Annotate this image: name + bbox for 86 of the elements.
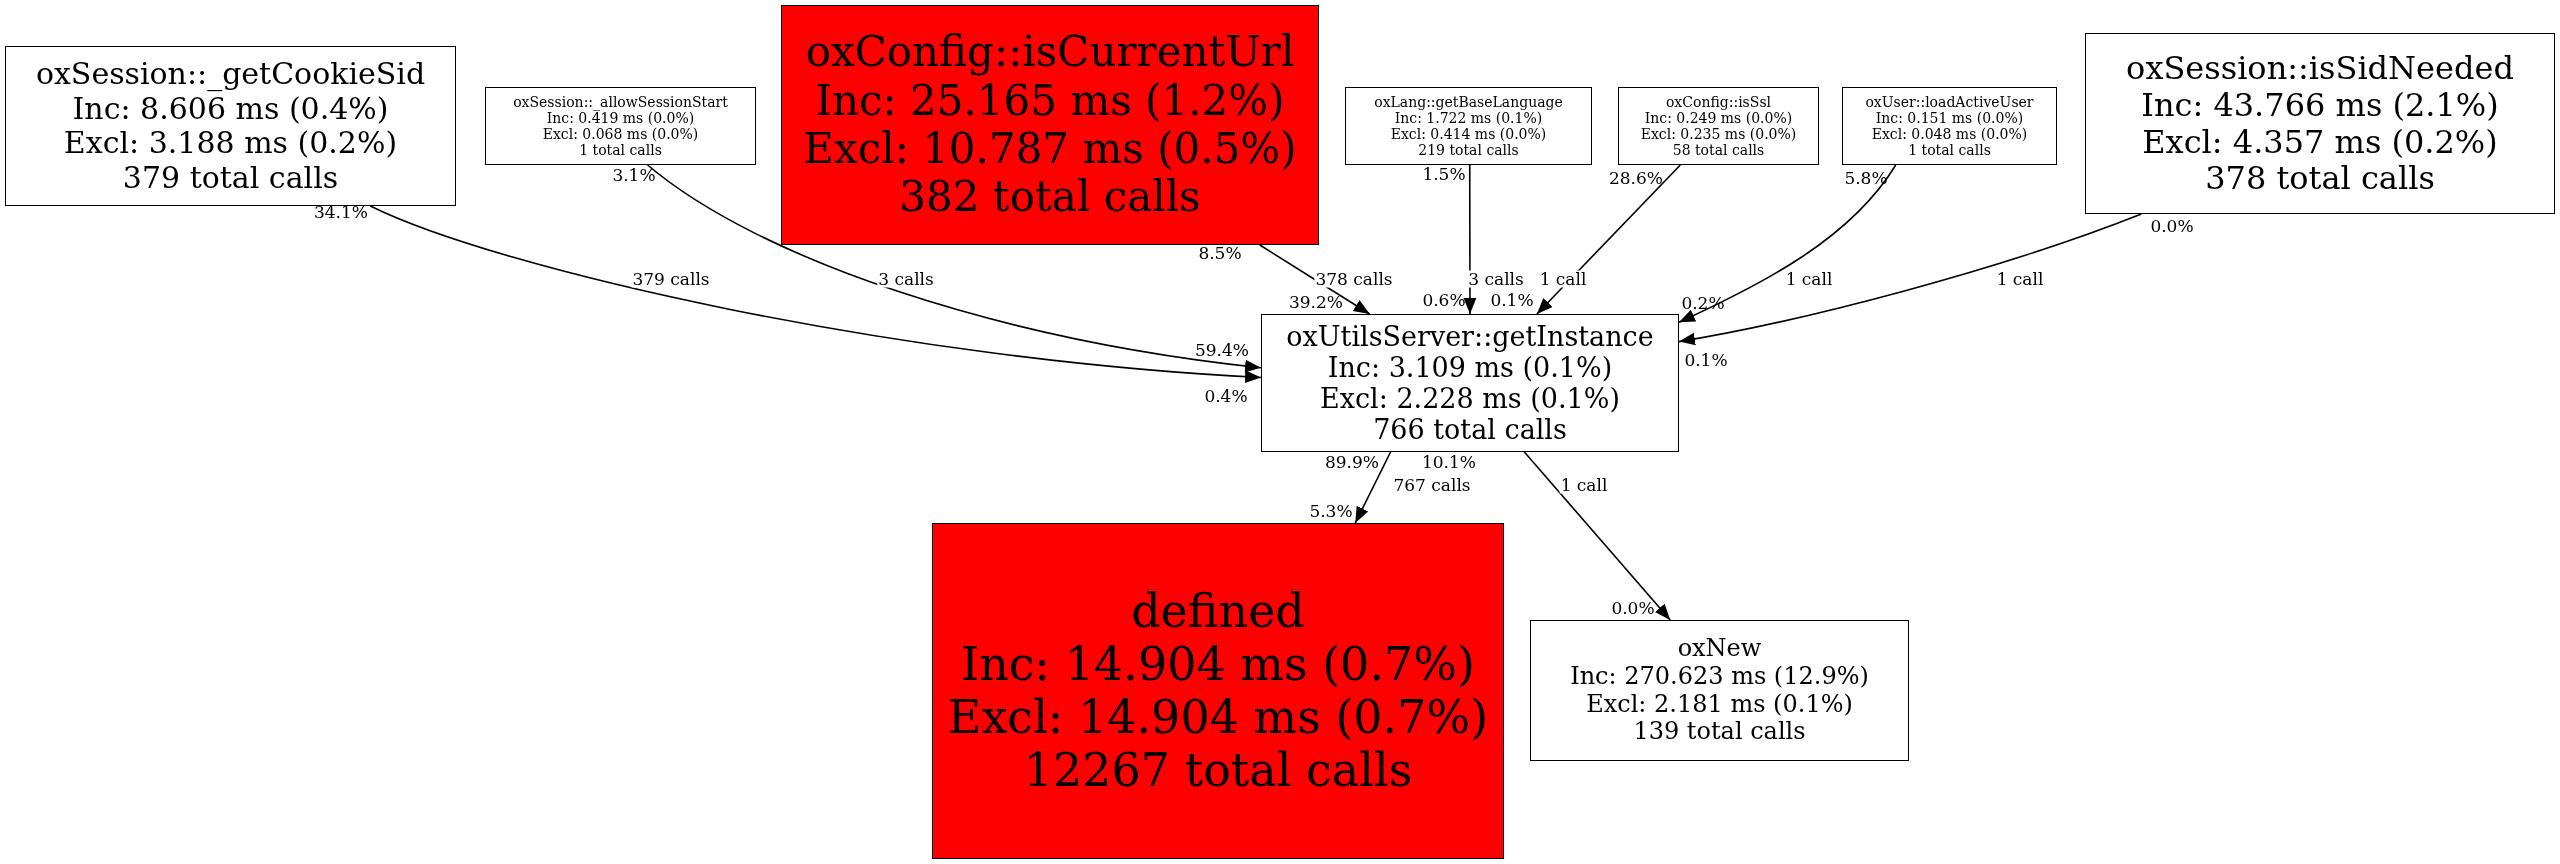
stat-text: Inc: 0.249 ms (0.0%) [1644,109,1793,126]
percentage-label: 8.5% [1197,244,1243,262]
function-box [1261,314,1679,452]
stat-text: Inc: 0.151 ms (0.0%) [1875,109,2024,126]
call-arrow [1259,244,1371,315]
stat-text: Excl: 4.357 ms (0.2%) [2142,123,2498,161]
call-arrow [1678,164,1897,324]
stat-text: Inc: 1.722 ms (0.1%) [1394,109,1543,126]
percentage-label: 0.0% [2149,217,2195,235]
stat-text: 58 total calls [1672,142,1765,159]
stat-text: Inc: 14.904 ms (0.7%) [961,638,1475,691]
percentage-label: 0.0% [1610,599,1656,617]
edge-label: 1 call [1784,270,1834,288]
stat-text: Inc: 3.109 ms (0.1%) [1327,351,1613,383]
stat-text: Excl: 2.181 ms (0.1%) [1586,690,1853,719]
call-arrow [1523,451,1672,621]
function-name: oxSession::_getCookieSid [35,57,426,92]
percentage-label: 0.4% [1203,387,1249,405]
percentage-label: 59.4% [1194,341,1250,359]
stat-text: Excl: 0.048 ms (0.0%) [1871,126,2028,143]
stat-text: 139 total calls [1633,718,1806,746]
stat-text: 382 total calls [899,173,1201,222]
percentage-label: 0.6% [1421,291,1467,309]
call-arrow [1463,164,1477,315]
stat-text: Excl: 0.235 ms (0.0%) [1640,126,1797,143]
percentage-label: 28.6% [1608,169,1664,187]
function-name: defined [1131,585,1305,639]
edge-label: 3 calls [877,270,935,288]
percentage-label: 39.2% [1288,293,1344,311]
function-name: oxConfig::isSsl [1665,93,1772,110]
function-box [5,46,456,206]
call-arrow [1678,213,2143,346]
stat-text: Excl: 2.228 ms (0.1%) [1320,383,1620,415]
edge-label: 1 call [1995,270,2045,288]
stat-text: 12267 total calls [1023,743,1413,797]
stat-text: Excl: 0.068 ms (0.0%) [542,126,699,143]
percentage-label: 5.3% [1308,502,1354,520]
stat-text: Excl: 14.904 ms (0.7%) [947,691,1489,744]
stat-text: 219 total calls [1418,142,1519,159]
call-arrow [369,205,1262,383]
stat-text: 1 total calls [1908,142,1991,159]
function-name: oxSession::_allowSessionStart [513,93,728,110]
stat-text: Excl: 0.414 ms (0.0%) [1390,126,1547,143]
percentage-label: 34.1% [313,203,369,221]
call-arrow [1536,164,1682,315]
function-box [2085,33,2555,214]
function-box [932,523,1504,859]
percentage-label: 0.1% [1489,291,1535,309]
function-box [1618,87,1819,165]
stat-text: Excl: 3.188 ms (0.2%) [63,126,398,161]
function-name: oxConfig::isCurrentUrl [805,28,1295,77]
edge-label: 1 call [1559,476,1609,494]
function-box [485,87,756,165]
call-arrow [1354,451,1392,524]
stat-text: 378 total calls [2205,160,2435,198]
stat-text: Inc: 25.165 ms (1.2%) [815,76,1285,125]
stat-text: Inc: 8.606 ms (0.4%) [72,91,389,126]
percentage-label: 3.1% [611,166,657,184]
stat-text: 1 total calls [579,142,662,159]
percentage-label: 0.1% [1683,351,1729,369]
edge-label: 1 call [1538,270,1588,288]
call-arrow [646,164,1262,373]
percentage-label: 5.8% [1843,169,1889,187]
function-box [1842,87,2057,165]
percentage-label: 1.5% [1421,165,1467,183]
percentage-label: 89.9% [1324,453,1380,471]
function-box [1530,620,1909,761]
stat-text: Inc: 43.766 ms (2.1%) [2141,86,2499,124]
function-name: oxNew [1677,635,1762,663]
function-box [781,5,1319,245]
edge-label: 3 calls [1467,270,1525,288]
percentage-label: 10.1% [1421,453,1477,471]
stat-text: Inc: 270.623 ms (12.9%) [1570,662,1869,691]
edge-label: 767 calls [1392,476,1472,494]
edge-label: 379 calls [631,270,711,288]
stat-text: 379 total calls [122,160,339,195]
stat-text: Excl: 10.787 ms (0.5%) [803,125,1297,174]
percentage-label: 0.2% [1680,294,1726,312]
function-name: oxUtilsServer::getInstance [1286,320,1654,352]
function-box [1345,87,1592,165]
function-name: oxSession::isSidNeeded [2126,49,2514,87]
stat-text: Inc: 0.419 ms (0.0%) [546,109,695,126]
edge-label: 378 calls [1314,270,1394,288]
stat-text: 766 total calls [1373,414,1567,446]
function-name: oxUser::loadActiveUser [1865,93,2034,110]
function-name: oxLang::getBaseLanguage [1374,93,1563,110]
